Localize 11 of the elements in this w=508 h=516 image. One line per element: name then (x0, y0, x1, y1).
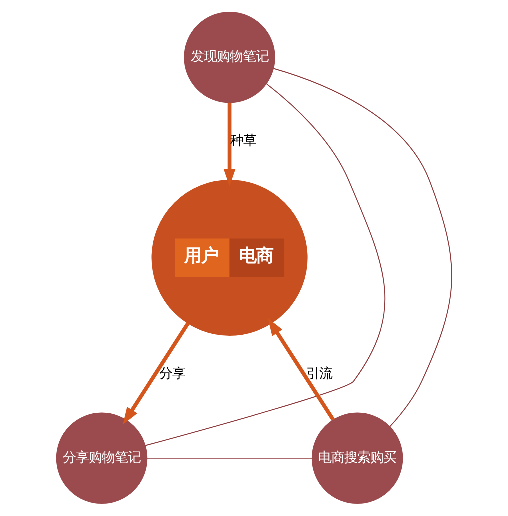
node-circle: 电商搜索购买 (311, 412, 403, 504)
edge-label: 分享 (159, 366, 186, 382)
node-circle: 分享购物笔记 (56, 412, 148, 504)
connector (144, 84, 386, 446)
node-circle: 发现购物笔记 (184, 12, 275, 104)
connector (146, 458, 312, 459)
edge-label: 引流 (306, 366, 332, 382)
arrow (122, 322, 190, 425)
arrow (268, 318, 335, 421)
connector (272, 68, 452, 428)
arrow (223, 102, 236, 186)
